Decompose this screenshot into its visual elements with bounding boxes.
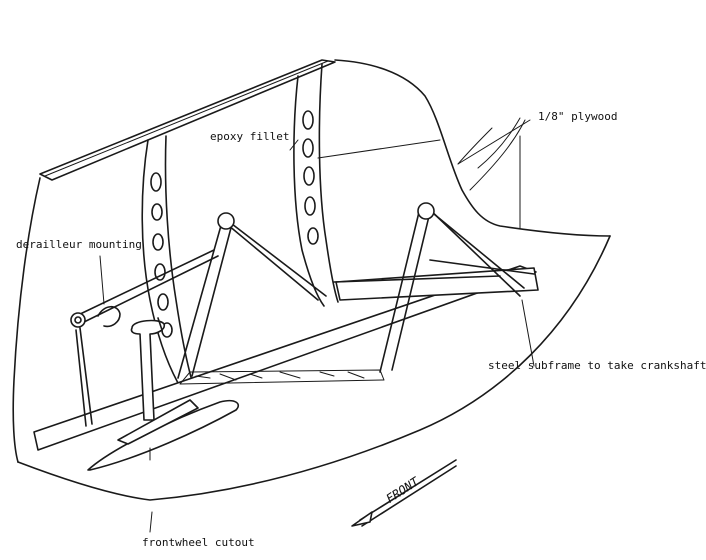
label-epoxy-fillet: epoxy fillet [210,130,290,143]
derailleur-mount [70,249,219,427]
keel-beams [33,265,539,451]
label-frontwheel-cutout: frontwheel cutout [142,536,255,549]
frontwheel-cutout [87,399,240,471]
front-arrow-icon [351,459,457,527]
crank-post [130,317,166,421]
top-gunwale [39,59,336,181]
plywood-shell [12,59,611,501]
label-steel-subframe: steel subframe to take crankshaft [488,359,706,372]
steel-subframe [177,202,535,379]
leader-lines [99,119,535,533]
right-bulkhead [293,63,339,307]
label-derailleur-mounting: derailleur mounting [16,238,142,251]
left-bulkhead [141,135,195,391]
label-plywood: 1/8" plywood [538,110,618,123]
